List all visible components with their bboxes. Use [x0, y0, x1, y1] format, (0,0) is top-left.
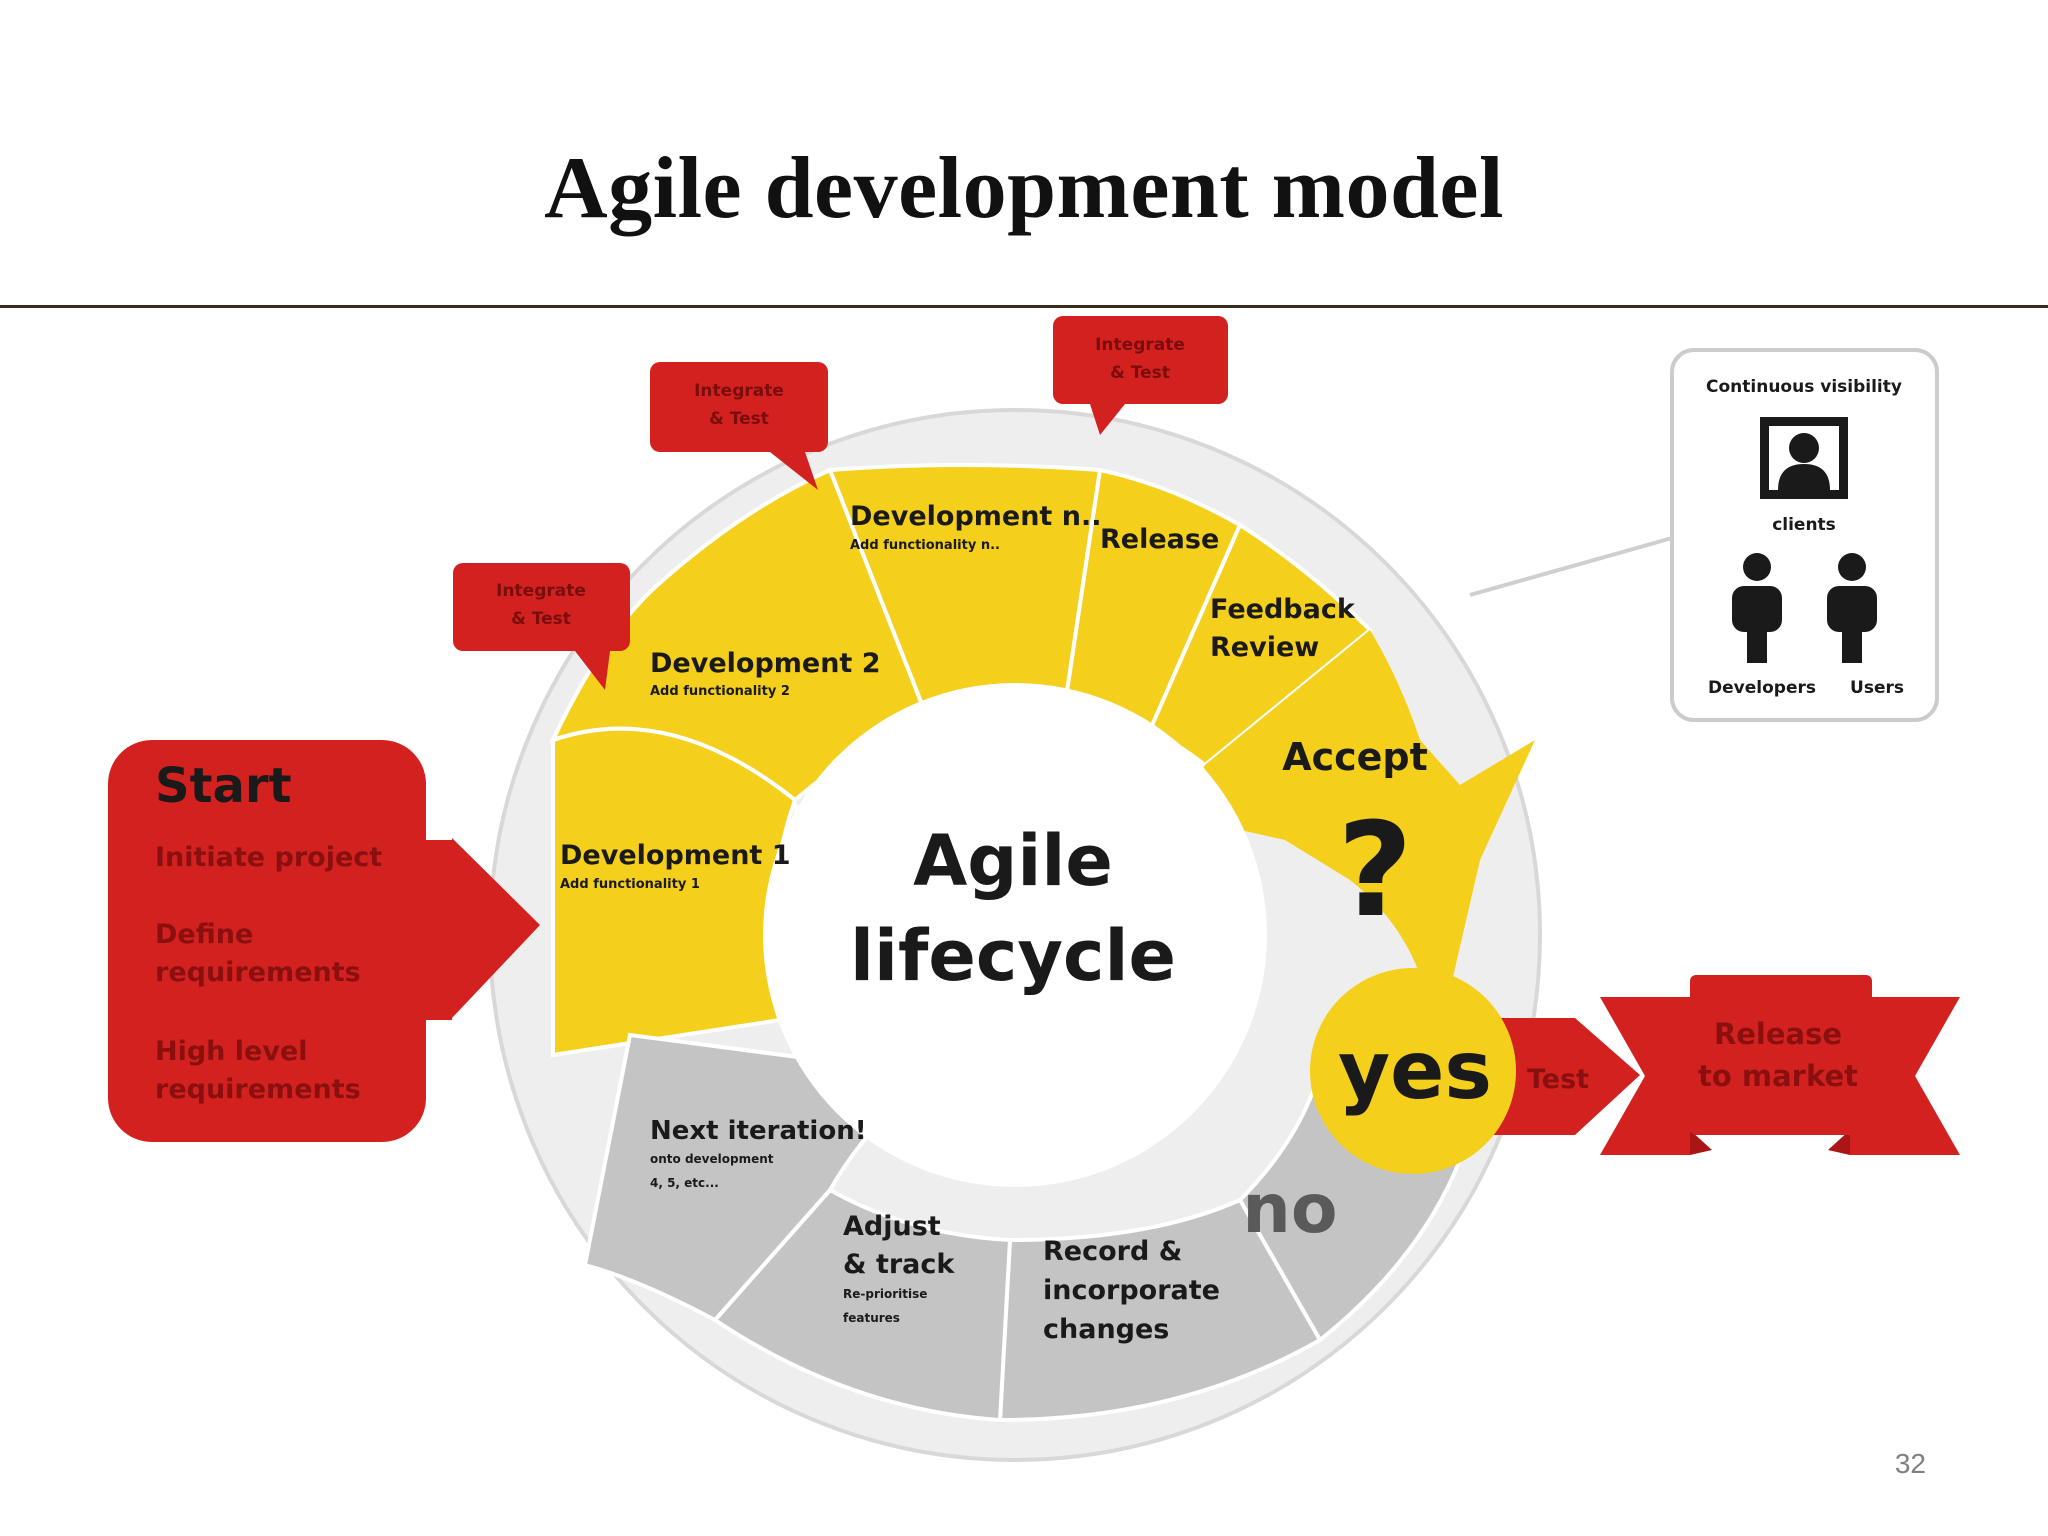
start-box: Start Initiate project Define requiremen…	[108, 740, 540, 1142]
record-line-1: Record &	[1043, 1236, 1182, 1267]
feedback-line-2: Review	[1210, 632, 1319, 663]
integrate-bubble-2: Integrate & Test	[650, 362, 828, 490]
record-line-2: incorporate	[1043, 1275, 1220, 1306]
client-portrait-icon	[1760, 417, 1848, 499]
adjust-sub-1: Re-prioritise	[843, 1287, 927, 1301]
dev1-title: Development 1	[560, 840, 791, 871]
dev2-title: Development 2	[650, 648, 881, 679]
start-item-2-line-2: requirements	[155, 957, 361, 988]
devn-title: Development n..	[850, 501, 1101, 532]
integrate-bubble-2-line-1: Integrate	[694, 381, 784, 401]
release-stage-title: Release	[1100, 524, 1219, 555]
release-market-line-2: to market	[1698, 1059, 1858, 1093]
test-arrow: Test	[1475, 1018, 1640, 1135]
title-divider	[0, 305, 2048, 308]
integrate-bubble-3: Integrate & Test	[1053, 316, 1228, 435]
yes-label: yes	[1338, 1024, 1492, 1117]
dev2-subtitle: Add functionality 2	[650, 684, 790, 699]
start-item-1: Initiate project	[155, 842, 382, 873]
integrate-bubble-3-line-1: Integrate	[1095, 335, 1185, 355]
integrate-bubble-3-line-2: & Test	[1110, 363, 1170, 383]
integrate-bubble-1: Integrate & Test	[453, 563, 630, 690]
test-label: Test	[1527, 1064, 1589, 1095]
users-label: Users	[1850, 678, 1904, 698]
next-iteration-sub-1: onto development	[650, 1152, 774, 1166]
clients-label: clients	[1772, 515, 1836, 535]
user-person-icon	[1827, 553, 1877, 663]
center-line-1: Agile	[913, 820, 1113, 902]
integrate-bubble-2-line-2: & Test	[709, 409, 769, 429]
feedback-line-1: Feedback	[1210, 594, 1356, 625]
start-item-3-line-2: requirements	[155, 1074, 361, 1105]
next-iteration-sub-2: 4, 5, etc...	[650, 1176, 719, 1190]
start-title: Start	[155, 758, 292, 814]
accept-title: Accept	[1282, 735, 1428, 779]
integrate-bubble-1-line-2: & Test	[511, 609, 571, 629]
page-number: 32	[1894, 1448, 1926, 1479]
adjust-line-1: Adjust	[843, 1211, 941, 1242]
devn-subtitle: Add functionality n..	[850, 538, 1000, 553]
center-disc	[763, 683, 1267, 1187]
start-item-2-line-1: Define	[155, 919, 253, 950]
developer-person-icon	[1732, 553, 1782, 663]
dev1-subtitle: Add functionality 1	[560, 877, 700, 892]
visibility-box: Continuous visibility clients Developers…	[1670, 348, 1939, 722]
accept-question-mark: ?	[1337, 794, 1412, 946]
start-item-3-line-1: High level	[155, 1036, 308, 1067]
record-line-3: changes	[1043, 1314, 1169, 1345]
center-notch	[780, 800, 935, 1075]
integrate-bubble-1-line-1: Integrate	[496, 581, 586, 601]
adjust-sub-2: features	[843, 1311, 900, 1325]
release-market-line-1: Release	[1714, 1017, 1842, 1051]
yes-bubble: yes	[1310, 968, 1516, 1174]
segment-accept	[1160, 630, 1535, 990]
next-iteration-title: Next iteration!	[650, 1116, 867, 1146]
adjust-line-2: & track	[843, 1249, 955, 1280]
developers-label: Developers	[1708, 678, 1816, 698]
center-line-2: lifecycle	[850, 915, 1176, 997]
no-label: no	[1242, 1170, 1337, 1249]
visibility-connector	[1469, 536, 1673, 597]
visibility-title: Continuous visibility	[1706, 377, 1902, 397]
release-market-ribbon: Release to market	[1600, 975, 1960, 1155]
slide-title: Agile development model	[544, 140, 1504, 237]
